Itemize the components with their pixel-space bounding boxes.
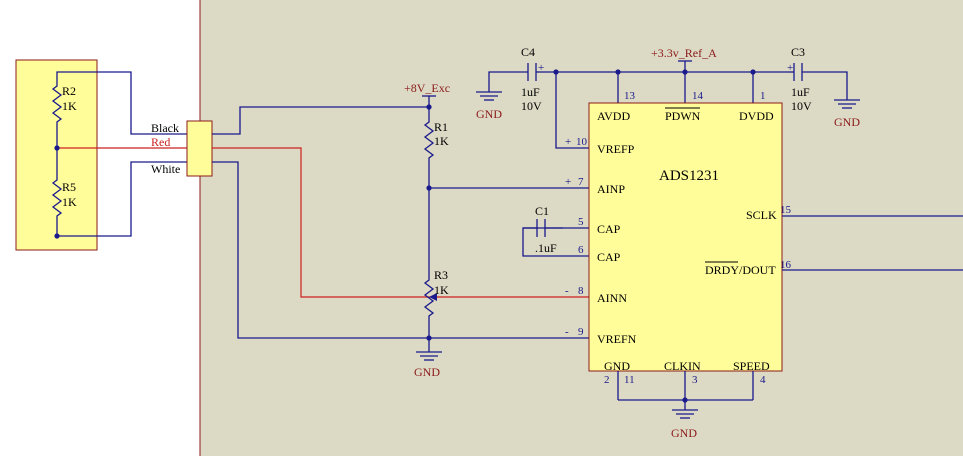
- pin-num-drdy: 16: [780, 259, 792, 271]
- pin-label-vrefp: VREFP: [597, 142, 635, 156]
- sensor-wire-black: [56, 71, 187, 135]
- r1-value: 1K: [434, 134, 449, 148]
- pin-sign-ainn: -: [565, 285, 569, 297]
- capacitor-c1: C1 .1uF: [522, 204, 589, 257]
- pin-num-cap2: 6: [578, 244, 584, 256]
- pin-num-avdd: 13: [624, 90, 636, 102]
- pin-num-vrefp: 10: [576, 136, 588, 148]
- pin-num-pdwn: 14: [692, 90, 704, 102]
- pin-sign-vrefp: +: [565, 136, 571, 148]
- c3-right-wire: [802, 71, 848, 100]
- c4-voltage: 10V: [521, 99, 542, 113]
- r1-ref: R1: [434, 120, 448, 134]
- power-exc-label: +8V_Exc: [404, 81, 450, 95]
- junction-dvdd: [750, 69, 756, 75]
- connector-label-white: White: [151, 162, 180, 176]
- c1-loop: [522, 227, 563, 257]
- pin-label-gnd: GND: [604, 359, 630, 373]
- c4-polarity: +: [538, 62, 544, 74]
- pin-num-vrefn: 9: [578, 326, 584, 338]
- resistor-r1-symbol: [423, 107, 435, 188]
- pin-label-drdy: DRDY/DOUT: [705, 263, 776, 277]
- junction-bottom: [682, 397, 688, 403]
- gnd-c4-label: GND: [476, 107, 502, 121]
- pin-label-ainn: AINN: [597, 291, 627, 305]
- pin-num-ainn: 8: [578, 285, 584, 297]
- junction-avdd: [615, 69, 621, 75]
- wire-vrefp: [555, 72, 589, 149]
- r2-ref: R2: [62, 84, 76, 98]
- sensor-wire-white: [57, 161, 187, 237]
- resistor-r2-symbol: [51, 75, 63, 130]
- gnd-c3-label: GND: [834, 115, 860, 129]
- c3-value: 1uF: [791, 85, 810, 99]
- wire-connector: Black Red White: [151, 120, 213, 177]
- r3-wiper-arrow: [429, 293, 437, 301]
- resistor-r3-symbol: [423, 270, 435, 338]
- gnd-bridge: GND: [414, 338, 442, 379]
- capacitor-c4: + C4 1uF 10V GND: [476, 45, 544, 121]
- pin-num-cap1: 5: [578, 216, 584, 228]
- power-ref-label: +3.3v_Ref_A: [651, 46, 717, 60]
- junction-c4: [553, 69, 559, 75]
- connector-label-red: Red: [151, 135, 170, 149]
- wire-red-signal: [212, 147, 429, 298]
- c4-ref: C4: [521, 45, 535, 59]
- pin-num-gnd-a: 2: [604, 374, 610, 386]
- gnd-chip: GND: [671, 409, 698, 440]
- pin-num-gnd-b: 11: [624, 374, 635, 386]
- pin-label-ainp: AINP: [597, 182, 625, 196]
- pin-num-speed: 4: [760, 374, 766, 386]
- r3-ref: R3: [434, 268, 448, 282]
- junction-sensor-bottom: [54, 233, 60, 239]
- pin-num-ainp: 7: [578, 176, 584, 188]
- sensor-block: R2 1K R5 1K: [15, 59, 187, 251]
- r2-value: 1K: [62, 99, 77, 113]
- pin-label-clkin: CLKIN: [664, 359, 701, 373]
- pin-label-dvdd: DVDD: [739, 109, 774, 123]
- ads1231-chip: ADS1231 13 AVDD 14 PDWN 1 DVDD + 10 VREF…: [565, 90, 792, 386]
- c1-ref: C1: [535, 204, 549, 218]
- pin-label-avdd: AVDD: [597, 109, 630, 123]
- c1-value: .1uF: [535, 241, 557, 255]
- junction-pdwn: [682, 69, 688, 75]
- pin-label-pdwn: PDWN: [665, 109, 701, 123]
- c3-voltage: 10V: [791, 99, 812, 113]
- connector-body: [186, 120, 213, 177]
- r3-value: 1K: [434, 283, 449, 297]
- gnd-chip-label: GND: [671, 426, 697, 440]
- wire-white-return: [212, 161, 429, 339]
- chip-name: ADS1231: [659, 168, 719, 184]
- pin-num-dvdd: 1: [760, 90, 766, 102]
- r5-value: 1K: [62, 195, 77, 209]
- pin-num-clkin: 3: [692, 374, 698, 386]
- chip-body: [588, 102, 783, 372]
- pin-sign-ainp: +: [565, 176, 571, 188]
- wire-excitation: [212, 106, 429, 135]
- c3-polarity: +: [787, 62, 793, 74]
- capacitor-c3: + C3 1uF 10V GND: [787, 45, 860, 129]
- pin-sign-vrefn: -: [565, 326, 569, 338]
- pin-num-sclk: 15: [780, 204, 792, 216]
- c4-left-wire: [488, 71, 528, 92]
- pin-label-sclk: SCLK: [746, 208, 777, 222]
- junction-sensor-mid: [54, 145, 60, 151]
- resistor-r5-symbol: [51, 168, 63, 236]
- r5-ref: R5: [62, 180, 76, 194]
- connector-label-black: Black: [151, 121, 179, 135]
- gnd-bridge-label: GND: [414, 365, 440, 379]
- pin-label-vrefn: VREFN: [597, 332, 637, 346]
- pin-label-cap2: CAP: [597, 250, 621, 264]
- pin-label-speed: SPEED: [733, 359, 770, 373]
- c4-value: 1uF: [521, 85, 540, 99]
- c3-ref: C3: [791, 45, 805, 59]
- pin-label-cap1: CAP: [597, 222, 621, 236]
